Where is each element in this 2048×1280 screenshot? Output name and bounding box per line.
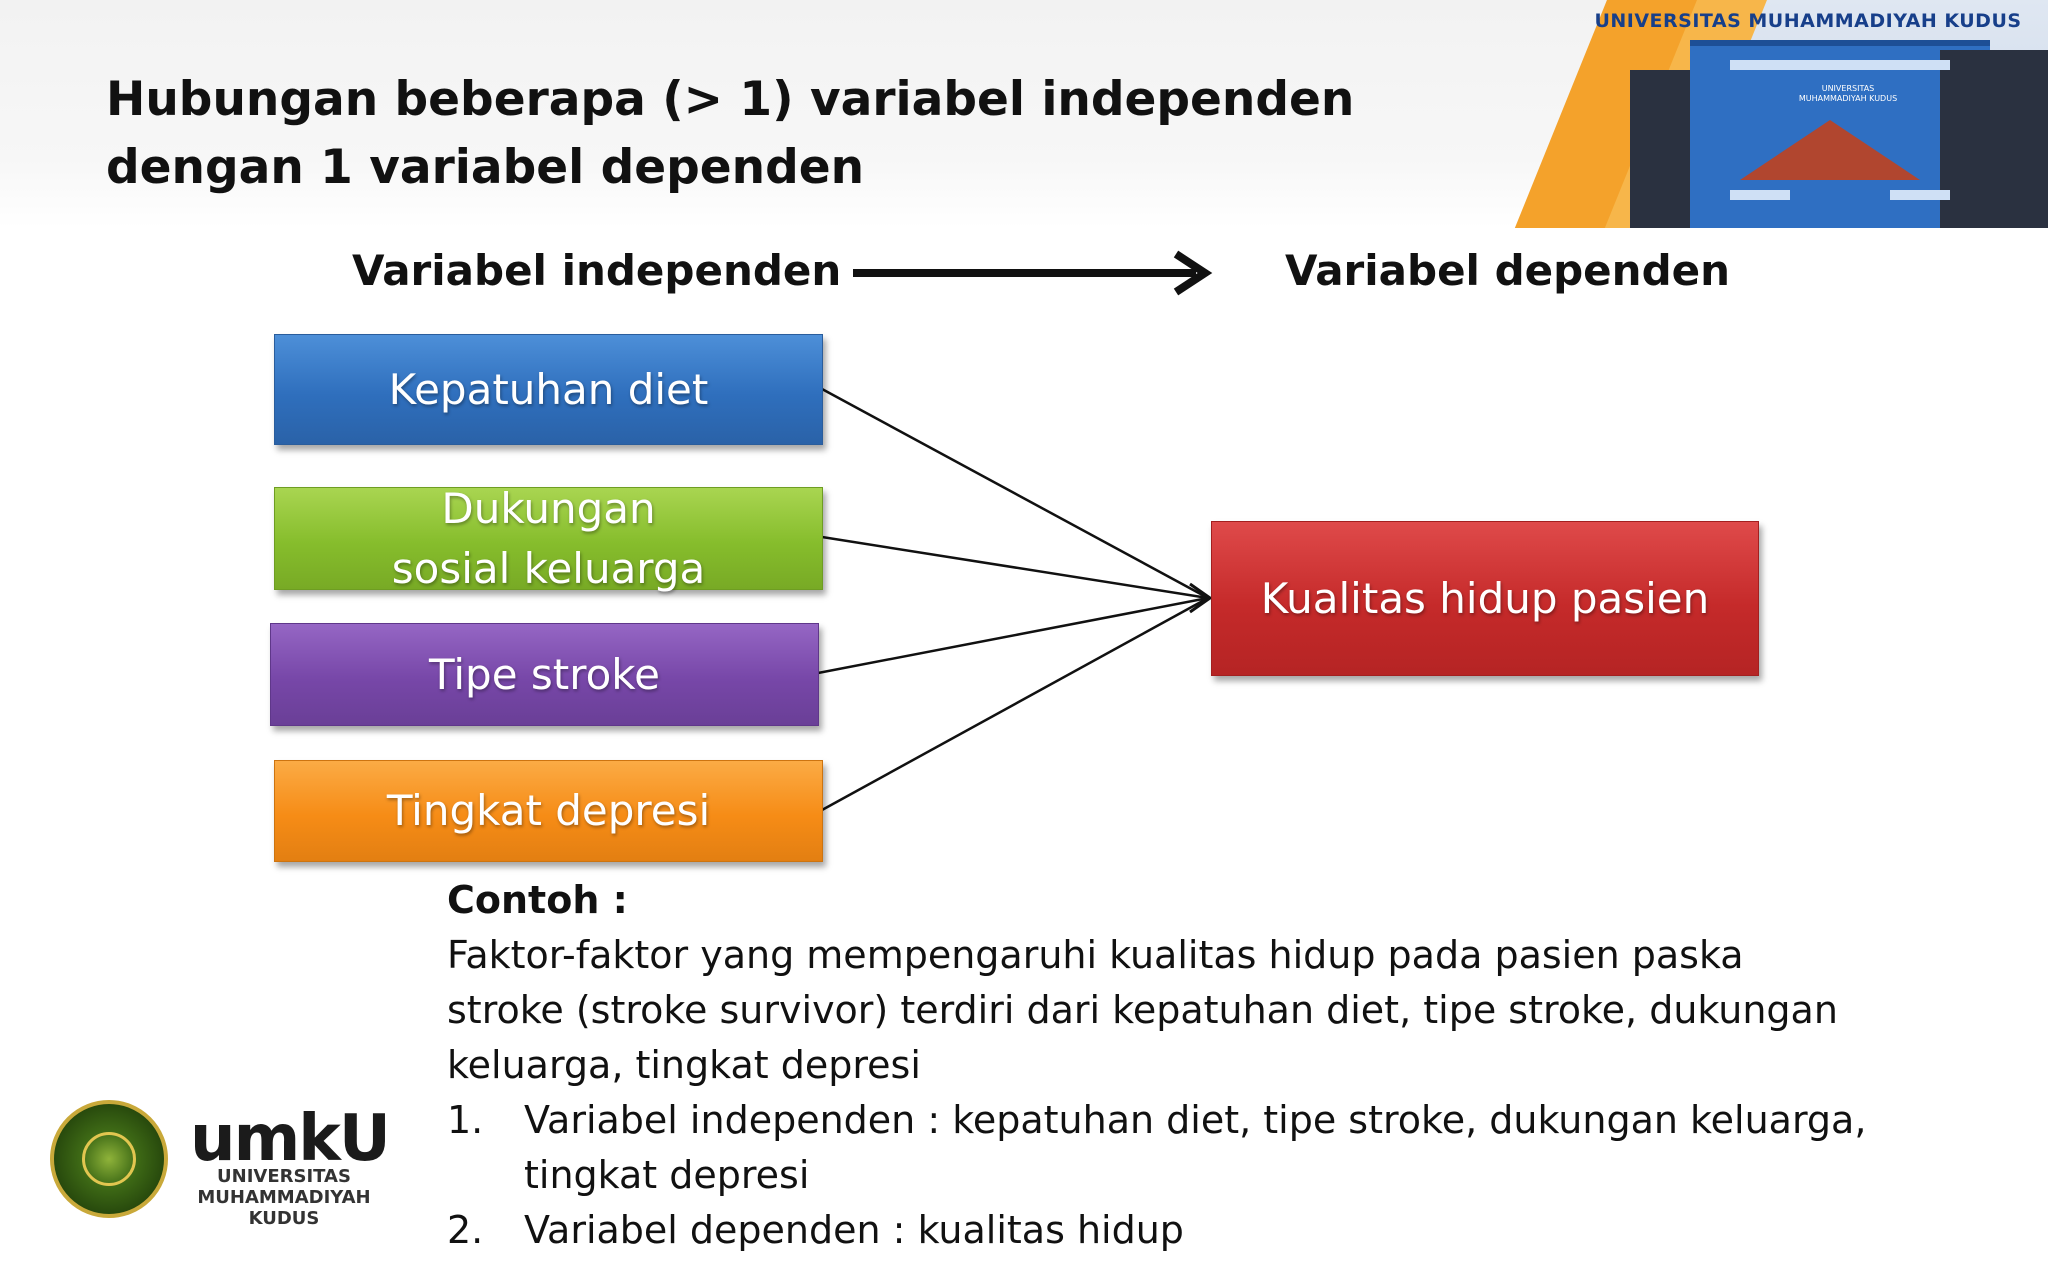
campus-name: UNIVERSITAS MUHAMMADIYAH KUDUS xyxy=(1594,10,2022,32)
campus-sign: UNIVERSITAS MUHAMMADIYAH KUDUS xyxy=(1798,84,1898,103)
box-kepatuhan-diet: Kepatuhan diet xyxy=(274,334,823,445)
example-description: Faktor-faktor yang mempengaruhi kualitas… xyxy=(447,933,1838,1087)
box-dukungan-sosial: Dukungan sosial keluarga xyxy=(274,484,823,593)
list-number: 2. xyxy=(447,1208,484,1252)
box-tipe-stroke-label: Tipe stroke xyxy=(429,649,660,699)
example-heading: Contoh : xyxy=(447,878,628,922)
box-tingkat-depresi: Tingkat depresi xyxy=(274,760,823,862)
box-kualitas-hidup: Kualitas hidup pasien xyxy=(1211,521,1759,676)
list-item: 1. Variabel independen : kepatuhan diet,… xyxy=(447,1093,1867,1203)
arrowhead-icon xyxy=(1189,582,1213,614)
example-list: 1. Variabel independen : kepatuhan diet,… xyxy=(447,1093,1867,1258)
connector-kepatuhan xyxy=(821,387,1209,600)
umku-logo: umkU xyxy=(190,1102,391,1176)
list-number: 1. xyxy=(447,1098,484,1142)
connector-tipe xyxy=(817,596,1209,675)
connector-tingkat xyxy=(821,596,1209,812)
list-item: 2. Variabel dependen : kualitas hidup xyxy=(447,1203,1867,1258)
box-tipe-stroke: Tipe stroke xyxy=(270,623,819,726)
box-kualitas-hidup-label: Kualitas hidup pasien xyxy=(1260,573,1710,623)
list-text: Variabel dependen : kualitas hidup xyxy=(524,1208,1184,1252)
university-seal-icon xyxy=(50,1100,168,1218)
header-arrow xyxy=(853,250,1213,296)
dependent-header: Variabel dependen xyxy=(1285,246,1731,295)
slide-title: Hubungan beberapa (> 1) variabel indepen… xyxy=(106,72,1355,195)
box-tingkat-depresi-label: Tingkat depresi xyxy=(386,786,711,835)
example-section: Contoh : Faktor-faktor yang mempengaruhi… xyxy=(447,873,1867,1258)
independent-header: Variabel independen xyxy=(352,246,842,295)
box-kepatuhan-diet-label: Kepatuhan diet xyxy=(388,364,709,414)
list-text: Variabel independen : kepatuhan diet, ti… xyxy=(524,1098,1867,1197)
box-dukungan-sosial-label: Dukungan sosial keluarga xyxy=(391,483,706,593)
logo-subtitle: UNIVERSITAS MUHAMMADIYAH KUDUS xyxy=(197,1166,371,1229)
connector-dukungan xyxy=(821,535,1209,600)
campus-photo: UNIVERSITAS MUHAMMADIYAH KUDUS UNIVERSIT… xyxy=(1470,0,2048,228)
